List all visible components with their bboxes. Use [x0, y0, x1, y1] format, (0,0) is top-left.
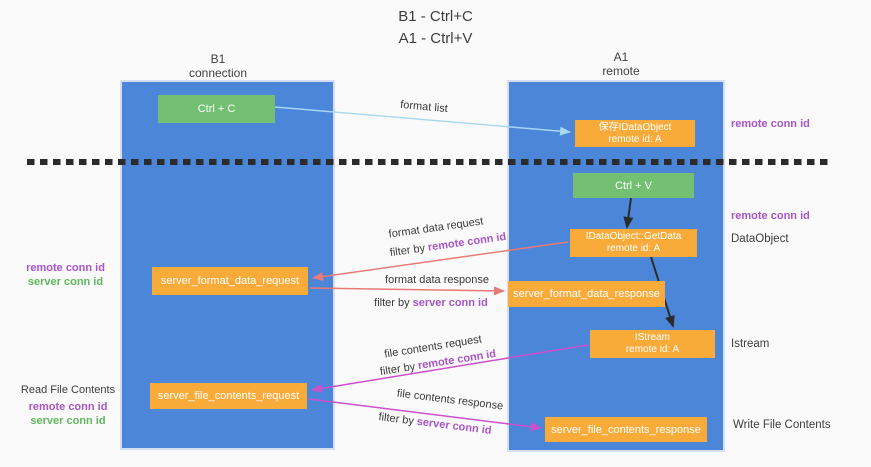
node-ctrl-c: Ctrl + C: [158, 95, 275, 123]
label-read-file-contents: Read File Contents: [20, 384, 116, 396]
label-write-file-contents: Write File Contents: [733, 419, 831, 431]
node-server-format-data-response-label: server_format_data_response: [513, 288, 660, 300]
diagram-title: B1 - Ctrl+C A1 - Ctrl+V: [0, 6, 871, 50]
node-server-file-contents-response: server_file_contents_response: [545, 417, 707, 442]
node-server-format-data-response: server_format_data_response: [508, 281, 665, 307]
label-file-contents-response: file contents response: [396, 388, 504, 413]
remote-conn-id-text: remote conn id: [427, 230, 507, 254]
label-format-list: format list: [400, 99, 449, 115]
node-save-idataobject: 保存IDataObject remote id: A: [575, 120, 695, 147]
node-ctrl-c-label: Ctrl + C: [197, 103, 236, 115]
node-istream-line1: IStream: [634, 332, 670, 343]
node-server-file-contents-response-label: server_file_contents_response: [551, 423, 701, 436]
node-save-idataobject-line1: 保存IDataObject: [598, 121, 672, 133]
filter-by-text: filter by: [389, 242, 426, 260]
lane-header-b1: B1 connection: [138, 52, 298, 80]
node-istream: IStream remote id: A: [590, 330, 715, 358]
server-conn-id-text: server conn id: [416, 415, 493, 437]
title-line-2: A1 - Ctrl+V: [398, 30, 473, 47]
arrow-format-data-response: [309, 286, 505, 296]
label-format-list-text: format list: [399, 98, 449, 116]
node-istream-line2: remote id: A: [625, 344, 680, 355]
server-conn-id-text: server conn id: [412, 297, 488, 309]
label-format-data-response: format data response: [385, 274, 489, 286]
filter-by-text: filter by: [374, 297, 410, 309]
label-remote-conn-id-mid-right: remote conn id: [731, 210, 810, 222]
filter-by-text: filter by: [379, 360, 417, 379]
label-format-data-response-text: format data response: [385, 274, 489, 286]
node-server-file-contents-request-label: server_file_contents_request: [157, 390, 300, 402]
node-idataobject-getdata: IDataObject::GetData remote id: A: [570, 229, 697, 257]
left-format-conn-ids: remote conn id server conn id: [18, 261, 113, 289]
lane-b1-subtitle: connection: [188, 66, 248, 80]
lane-a1-title: A1: [613, 50, 629, 64]
label-server-conn-id-file-left: server conn id: [30, 415, 106, 427]
label-istream: Istream: [731, 338, 770, 350]
node-ctrl-v-label: Ctrl + V: [615, 179, 652, 192]
label-remote-conn-id-format-left: remote conn id: [26, 262, 105, 274]
label-server-conn-id-format-left: server conn id: [27, 276, 104, 288]
label-file-contents-response-text: file contents response: [396, 387, 504, 413]
title-line-1: B1 - Ctrl+C: [398, 8, 473, 25]
label-remote-conn-id-file-left: remote conn id: [28, 401, 108, 413]
node-ctrl-v: Ctrl + V: [573, 173, 694, 198]
node-save-idataobject-line2: remote id: A: [608, 133, 662, 145]
filter-by-text: filter by: [377, 411, 415, 428]
node-idataobject-getdata-line1: IDataObject::GetData: [585, 231, 682, 242]
lane-b1-title: B1: [210, 52, 226, 66]
lane-header-a1: A1 remote: [541, 50, 701, 78]
node-server-format-data-request: server_format_data_request: [152, 267, 308, 295]
lane-a1-subtitle: remote: [602, 64, 640, 78]
label-remote-conn-id-top-right: remote conn id: [731, 118, 810, 130]
left-file-conn-ids: Read File Contents remote conn id server…: [18, 383, 118, 428]
node-server-file-contents-request: server_file_contents_request: [150, 383, 307, 409]
node-server-format-data-request-label: server_format_data_request: [160, 275, 300, 287]
label-dataobject: DataObject: [731, 233, 789, 245]
node-idataobject-getdata-line2: remote id: A: [606, 243, 661, 254]
